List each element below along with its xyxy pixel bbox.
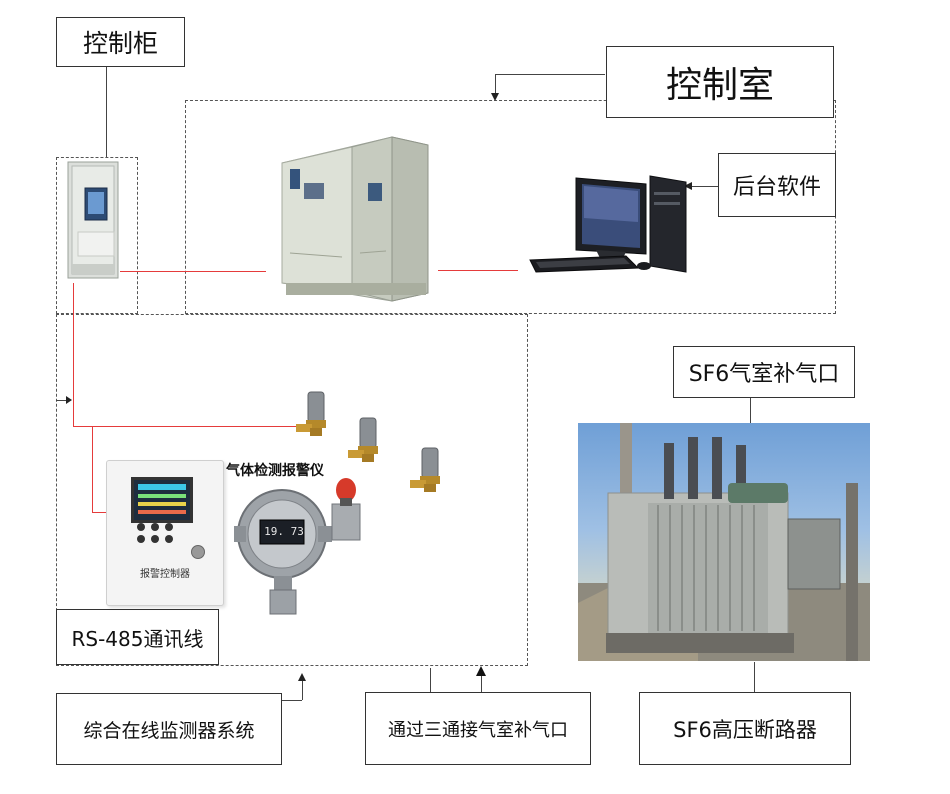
control-room-label: 控制室: [606, 46, 834, 118]
controller-feed-line: [92, 512, 106, 513]
gas-sensor-probe-3: [410, 447, 440, 492]
controller-drop-line: [92, 426, 93, 512]
backend-software-text: 后台软件: [732, 175, 821, 200]
left-entry-connector: [56, 400, 66, 401]
monitoring-connector-h: [282, 700, 302, 701]
three-way-connector-arrow: [481, 672, 482, 694]
rs485-label: RS-485通讯线: [56, 609, 219, 665]
control-panel-illustration: [281, 136, 429, 302]
backend-connector: [692, 186, 718, 187]
three-way-connector-left: [430, 668, 431, 694]
control-room-text: 控制室: [665, 65, 774, 106]
panel-to-pc-line: [438, 270, 518, 271]
breaker-connector: [754, 662, 755, 692]
arrowhead-three-way: [476, 666, 486, 676]
sf6-breaker-text: SF6高压断路器: [673, 717, 817, 742]
cabinet-to-panel-line: [120, 271, 266, 272]
sf6-refill-port-label: SF6气室补气口: [673, 346, 855, 398]
desktop-pc-illustration: [529, 175, 687, 273]
gas-sensor-probe-2: [348, 417, 378, 462]
control-cabinet-label: 控制柜: [56, 17, 185, 67]
alarm-controller-unit: 报警控制器: [106, 460, 224, 606]
sf6-port-connector: [750, 398, 751, 432]
gas-detector-unit: [234, 478, 361, 615]
arrowhead-left-entry: [66, 396, 72, 404]
online-monitoring-text: 综合在线监测器系统: [83, 719, 255, 742]
sf6-refill-port-text: SF6气室补气口: [688, 362, 840, 387]
backend-software-label: 后台软件: [718, 153, 836, 217]
gas-detector-caption: 气体检测报警仪: [226, 463, 324, 479]
control-room-connector-drop: [495, 74, 496, 96]
arrowhead-backend: [684, 182, 692, 190]
alarm-controller-knob: [191, 545, 205, 559]
cabinet-down-line: [73, 283, 74, 426]
gas-detector-reading: 19. 73: [264, 525, 304, 538]
rs485-text: RS-485通讯线: [71, 626, 204, 651]
sf6-breaker-photo: [578, 423, 870, 661]
alarm-controller-keypad: [137, 523, 185, 543]
sf6-breaker-label: SF6高压断路器: [639, 692, 851, 765]
alarm-controller-caption: 报警控制器: [140, 569, 190, 580]
monitoring-system-region: [56, 314, 528, 666]
three-way-label: 通过三通接气室补气口: [365, 692, 591, 765]
gas-sensor-probe-1: [296, 391, 326, 436]
alarm-controller-screen: [131, 477, 193, 523]
monitoring-connector: [302, 678, 303, 700]
control-cabinet-region: [56, 157, 138, 314]
control-cabinet-text: 控制柜: [82, 29, 158, 58]
arrowhead-control-room: [491, 93, 499, 101]
online-monitoring-label: 综合在线监测器系统: [56, 693, 282, 765]
control-room-connector: [495, 74, 605, 75]
arrowhead-monitoring: [298, 673, 306, 681]
three-way-text: 通过三通接气室补气口: [388, 719, 568, 741]
sf6-breaker-drawing: [578, 423, 870, 661]
control-cabinet-connector: [106, 66, 107, 157]
sensor-bus-line: [73, 426, 303, 427]
control-cabinet-illustration: [67, 161, 119, 279]
